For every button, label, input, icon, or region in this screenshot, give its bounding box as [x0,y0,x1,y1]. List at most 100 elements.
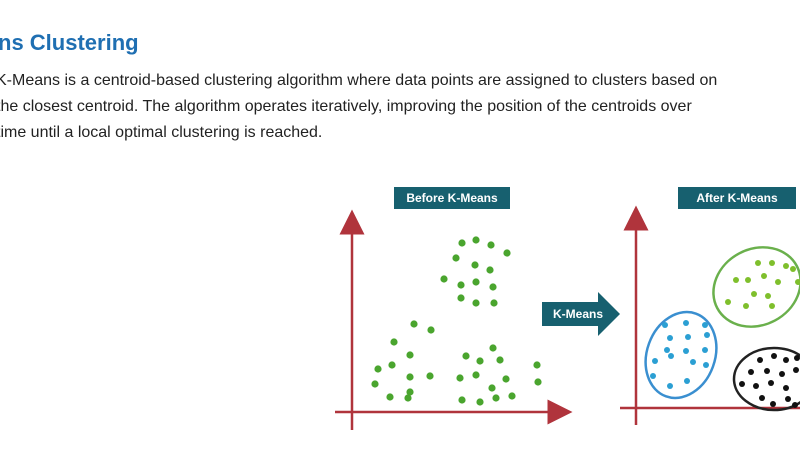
unclustered-dot [458,396,466,404]
black-cluster-dot [748,369,754,375]
green-cluster-points [725,260,800,309]
unclustered-dot [458,239,466,247]
unclustered-dot [427,326,435,334]
blue-cluster-dot [652,358,658,364]
unclustered-dot [471,261,479,269]
unclustered-dot [496,356,504,364]
after-label-box [678,187,796,209]
blue-cluster-dot [650,373,656,379]
black-cluster-dot [783,385,789,391]
blue-cluster-dot [702,347,708,353]
green-cluster-dot [795,279,800,285]
green-cluster-dot [783,263,789,269]
blue-cluster-dot [684,378,690,384]
unclustered-dot [406,351,414,359]
black-cluster-dot [770,401,776,407]
description-paragraph: K-Means is a centroid-based clustering a… [0,68,800,146]
unclustered-dot [489,283,497,291]
unclustered-dot [404,394,412,402]
black-cluster-dot [792,402,798,408]
black-cluster-dot [768,380,774,386]
unclustered-dot [406,388,414,396]
green-cluster-ellipse [712,246,800,328]
blue-cluster-ellipse [644,310,718,400]
unclustered-dot [534,378,542,386]
blue-cluster-points [650,320,710,389]
blue-cluster-dot [683,348,689,354]
page-title: ns Clustering [0,30,139,55]
unclustered-dot [476,357,484,365]
unclustered-dot [490,299,498,307]
blue-cluster-dot [664,347,670,353]
green-cluster-dot [769,260,775,266]
unclustered-dot [388,361,396,369]
kmeans-arrow: K-Means [542,292,620,336]
black-cluster-dot [779,371,785,377]
unclustered-dot [488,384,496,392]
green-cluster-dot [769,303,775,309]
black-cluster-dot [757,357,763,363]
unclustered-dot [489,344,497,352]
unclustered-dot [502,375,510,383]
black-cluster-dot [793,367,799,373]
unclustered-dot [472,299,480,307]
after-panel: After K-Means [620,187,800,425]
paragraph-line: K-Means is a centroid-based clustering a… [0,72,718,89]
unclustered-dot [386,393,394,401]
unclustered-dot [472,236,480,244]
green-cluster-dot [745,277,751,283]
unclustered-dot [462,352,470,360]
before-label-box [394,187,510,209]
black-cluster-dot [783,357,789,363]
green-cluster-dot [790,266,796,272]
unclustered-dot [390,338,398,346]
unclustered-dot [486,266,494,274]
blue-cluster-dot [668,353,674,359]
blue-cluster-dot [690,359,696,365]
unclustered-dot [487,241,495,249]
paragraph-line: time until a local optimal clustering is… [0,124,323,141]
blue-cluster-dot [662,322,668,328]
unclustered-dot [457,281,465,289]
unclustered-dot [533,361,541,369]
unclustered-dot [410,320,418,328]
unclustered-dot [452,254,460,262]
green-cluster-dot [765,293,771,299]
black-cluster-dot [764,368,770,374]
black-cluster-ellipse [732,346,800,412]
unclustered-dot [374,365,382,373]
unclustered-dot [472,371,480,379]
unclustered-dot [456,374,464,382]
blue-cluster-dot [685,334,691,340]
green-cluster-dot [725,299,731,305]
unclustered-dot [406,373,414,381]
blue-cluster-dot [667,383,673,389]
unclustered-dot [440,275,448,283]
black-cluster-dot [771,353,777,359]
paragraph-line: the closest centroid. The algorithm oper… [0,98,692,115]
after-label: After K-Means [696,191,778,205]
unclustered-dot [457,294,465,302]
green-cluster-dot [755,260,761,266]
blue-cluster-dot [667,335,673,341]
blue-cluster-dot [702,322,708,328]
kmeans-arrow-shape [542,292,620,336]
unclustered-dot [472,278,480,286]
black-cluster-points [739,353,800,408]
blue-cluster-dot [703,362,709,368]
unclustered-dot [508,392,516,400]
black-cluster-dot [753,383,759,389]
unclustered-dot [492,394,500,402]
before-panel: Before K-Means [335,187,573,430]
blue-cluster-dot [683,320,689,326]
green-cluster-dot [751,291,757,297]
black-cluster-dot [794,355,800,361]
blue-cluster-dot [704,332,710,338]
before-label: Before K-Means [406,191,498,205]
black-cluster-dot [759,395,765,401]
green-cluster-dot [775,279,781,285]
black-cluster-dot [785,396,791,402]
kmeans-arrow-label: K-Means [553,307,603,321]
unclustered-dot [476,398,484,406]
